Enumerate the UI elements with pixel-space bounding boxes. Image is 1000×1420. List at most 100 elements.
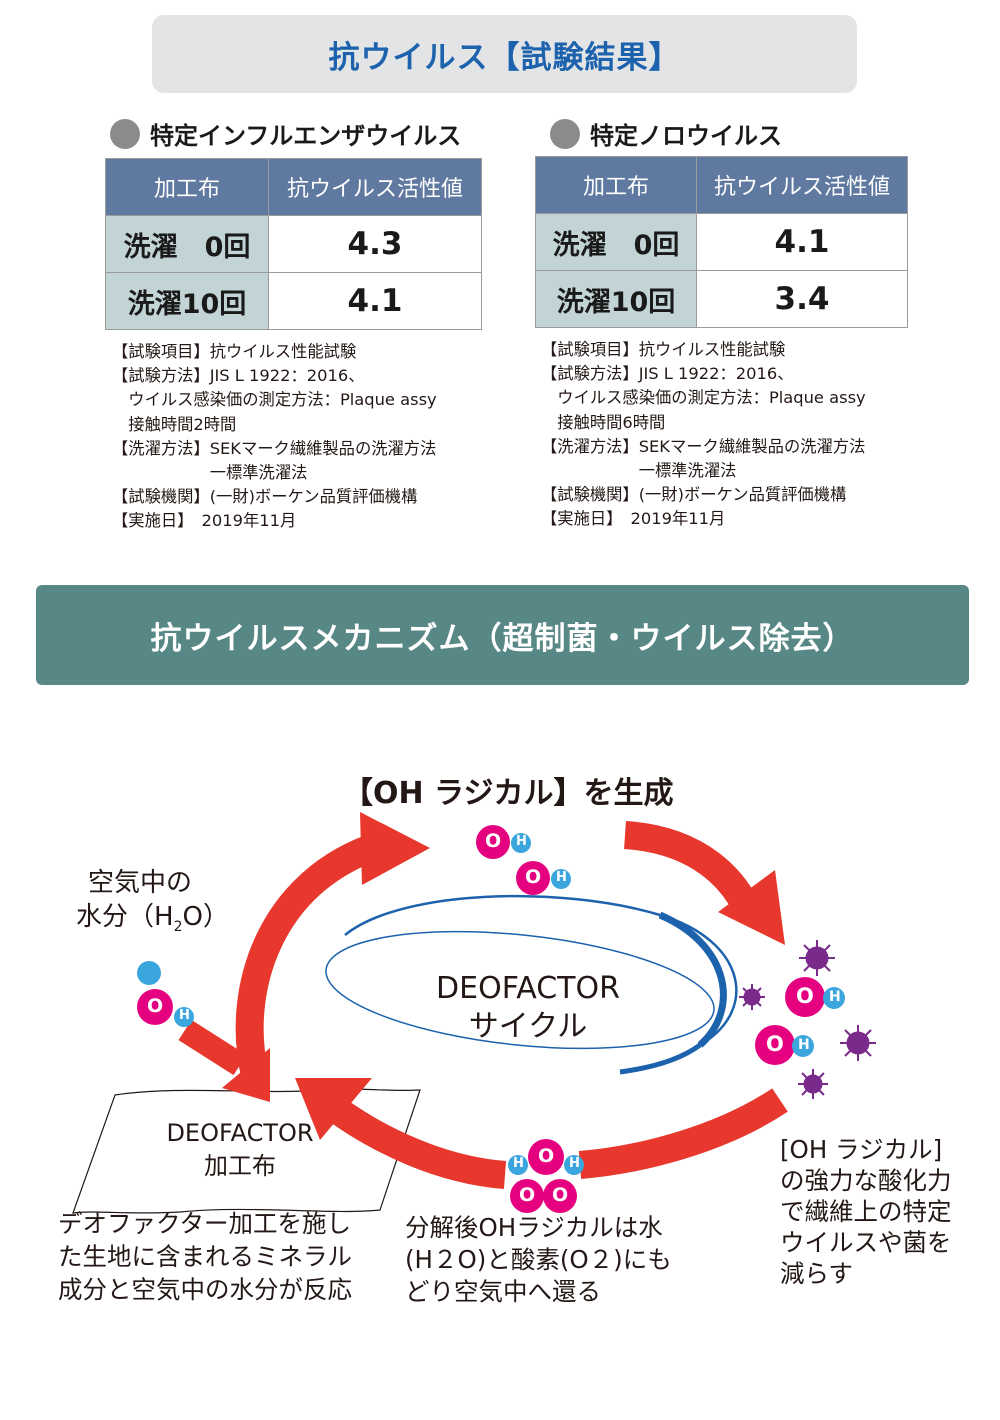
molecule-h-label: H [556, 870, 567, 885]
o2-molecule-icon [510, 1179, 577, 1213]
caption-line: た生地に含まれるミネラル [58, 1242, 352, 1271]
virus-icon [799, 940, 835, 976]
note-line: ウイルス感染価の測定方法：Plaque assy [112, 390, 437, 410]
note-line: 【試験方法】JIS L 1922：2016、 [541, 364, 794, 384]
table-header-activity: 抗ウイルス活性値 [696, 156, 908, 214]
arrow-air-to-cloth [178, 1019, 247, 1076]
test-2-notes: 【試験項目】抗ウイルス性能試験 【試験方法】JIS L 1922：2016、 ウ… [541, 338, 866, 532]
h2o-molecule-icon [137, 961, 194, 1027]
note-line: 【試験機関】(一財)ボーケン品質評価機構 [112, 487, 418, 507]
cycle-label: DEOFACTOR サイクル [418, 970, 638, 1046]
caption-line: 減らす [780, 1259, 854, 1288]
air-line2b: O） [182, 902, 229, 932]
row-value: 4.1 [268, 272, 482, 330]
table-header-cloth: 加工布 [105, 158, 269, 216]
molecule-o-label: O [796, 984, 814, 1008]
molecule-h-label: H [179, 1008, 190, 1023]
cloth-label-line2: 加工布 [204, 1152, 276, 1180]
note-line: 【試験方法】JIS L 1922：2016、 [112, 366, 365, 386]
arrow-bottom-to-cloth [331, 1100, 507, 1189]
note-line: 【実施日】 2019年11月 [112, 511, 297, 531]
cycle-label-line2: サイクル [468, 1009, 588, 1044]
note-line: 接触時間6時間 [541, 412, 666, 432]
arrow-cloth-to-top [235, 831, 385, 1079]
caption-line: [OH ラジカル] [780, 1135, 943, 1164]
test-1-notes: 【試験項目】抗ウイルス性能試験 【試験方法】JIS L 1922：2016、 ウ… [112, 340, 437, 534]
row-label: 洗濯 0回 [105, 215, 269, 273]
molecule-h-label: H [829, 989, 841, 1005]
caption-line: 分解後OHラジカルは水 [405, 1213, 663, 1242]
table-row: 洗濯 0回 4.1 [535, 213, 908, 271]
bullet-dot-icon [550, 118, 580, 149]
note-line: ウイルス感染価の測定方法：Plaque assy [541, 388, 866, 408]
oh-molecule-icon [755, 1025, 814, 1065]
cycle-label-line1: DEOFACTOR [436, 971, 620, 1006]
oh-molecule-icon [516, 861, 571, 895]
h2o-molecule-icon [508, 1139, 584, 1175]
molecule-o-label: O [552, 1184, 569, 1206]
row-label: 洗濯 0回 [535, 213, 697, 271]
air-line2a: 水分（H [76, 902, 174, 932]
air-moisture-label: 空気中の 水分（H2O） [76, 866, 229, 944]
cycle-ellipse-lower [619, 1042, 702, 1075]
test-1-heading: 特定インフルエンザウイルス [110, 116, 461, 151]
table-header-cloth: 加工布 [535, 156, 697, 214]
note-line: 【実施日】 2019年11月 [541, 509, 726, 529]
molecule-h-label: H [516, 834, 527, 849]
caption-line: の強力な酸化力 [780, 1166, 952, 1195]
table-row: 洗濯10回 4.1 [105, 272, 482, 330]
table-row: 洗濯10回 3.4 [535, 270, 908, 328]
caption-line: (H２O)と酸素(O２)にも [405, 1245, 672, 1274]
test-1-name: 特定インフルエンザウイルス [150, 122, 462, 150]
left-caption: デオファクター加工を施し た生地に含まれるミネラル 成分と空気中の水分が反応 [58, 1207, 352, 1306]
cycle-ellipse-bold [658, 911, 727, 1048]
molecule-o-label: O [147, 995, 164, 1017]
test-2-table: 加工布 抗ウイルス活性値 洗濯 0回 4.1 洗濯10回 3.4 [535, 156, 908, 328]
molecule-h-label: H [569, 1156, 580, 1171]
molecule-o-label: O [485, 830, 502, 852]
arrow-head-icon [295, 1078, 372, 1140]
caption-line: デオファクター加工を施し [58, 1209, 352, 1238]
molecule-o-label: O [766, 1032, 784, 1056]
test-2-heading: 特定ノロウイルス [550, 116, 782, 151]
row-label: 洗濯10回 [535, 270, 697, 328]
right-caption: [OH ラジカル] の強力な酸化力 で繊維上の特定 ウイルスや菌を 減らす [780, 1134, 952, 1289]
caption-line: どり空気中へ還る [405, 1277, 601, 1306]
arrow-head-icon [718, 870, 785, 945]
mechanism-title: 抗ウイルスメカニズム（超制菌・ウイルス除去） [150, 620, 855, 657]
note-line: 【試験項目】抗ウイルス性能試験 [541, 340, 786, 359]
middle-caption: 分解後OHラジカルは水 (H２O)と酸素(O２)にも どり空気中へ還る [405, 1212, 672, 1308]
cycle-ellipse-upper [344, 894, 738, 1047]
note-line: 【洗濯方法】SEKマーク繊維製品の洗濯方法 [541, 436, 866, 456]
oh-radical-label: 【OH ラジカル】を生成 [343, 776, 674, 811]
virus-icon [798, 1069, 828, 1099]
test-1-table: 加工布 抗ウイルス活性値 洗濯 0回 4.3 洗濯10回 4.1 [105, 158, 482, 330]
test-2-name: 特定ノロウイルス [590, 122, 782, 150]
caption-line: 成分と空気中の水分が反応 [58, 1275, 352, 1304]
note-line: 【試験機関】(一財)ボーケン品質評価機構 [541, 485, 847, 505]
bullet-dot-icon [110, 118, 140, 149]
oh-molecule-icon [476, 825, 531, 859]
caption-line: ウイルスや菌を [780, 1228, 952, 1257]
row-label: 洗濯10回 [105, 272, 269, 330]
cloth-label: DEOFACTOR 加工布 [140, 1117, 340, 1183]
arrow-virus-to-bottom [578, 1088, 788, 1179]
virus-icon [840, 1025, 876, 1061]
table-header-activity: 抗ウイルス活性値 [268, 158, 482, 216]
molecule-h-label: H [798, 1037, 810, 1053]
cloth-label-line1: DEOFACTOR [166, 1119, 314, 1147]
molecule-h-label: H [513, 1156, 524, 1171]
cycle-ellipse-thin [325, 930, 715, 1050]
virus-icon [739, 984, 765, 1010]
row-value: 3.4 [696, 270, 908, 328]
arrow-head-icon [222, 1048, 270, 1102]
note-line: 一標準洗濯法 [112, 462, 308, 482]
row-value: 4.1 [696, 213, 908, 271]
mechanism-title-bar: 抗ウイルスメカニズム（超制菌・ウイルス除去） [36, 585, 969, 685]
results-title-bar: 抗ウイルス【試験結果】 [152, 15, 857, 93]
air-sub: 2 [173, 919, 183, 936]
note-line: 【洗濯方法】SEKマーク繊維製品の洗濯方法 [112, 438, 437, 458]
note-line: 一標準洗濯法 [541, 460, 737, 480]
molecule-o-label: O [525, 866, 542, 888]
